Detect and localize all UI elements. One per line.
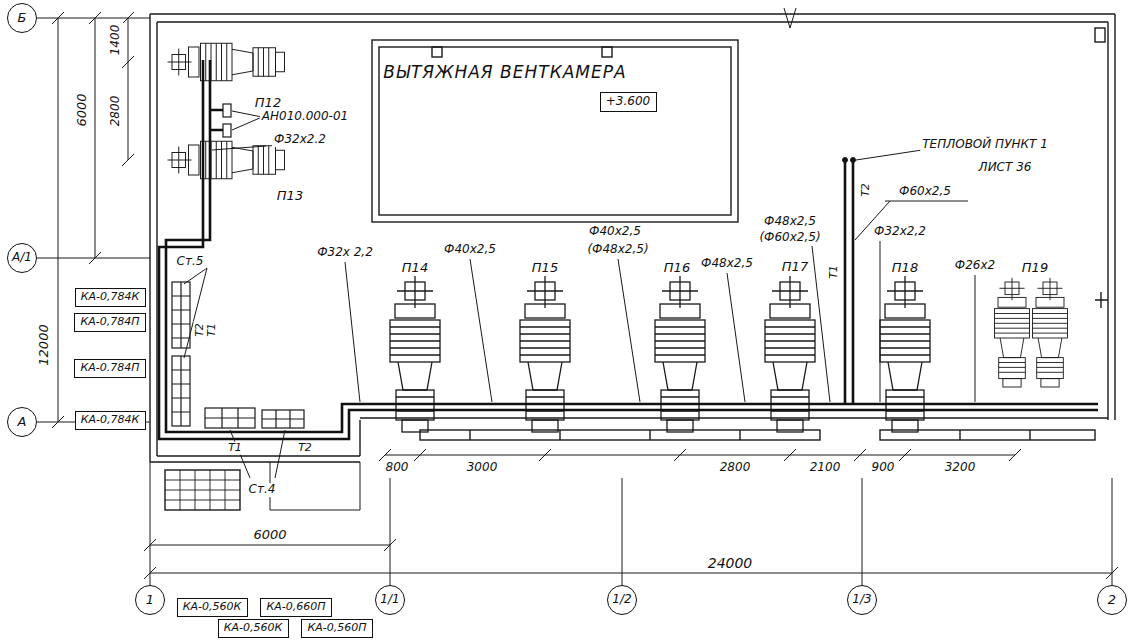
grid-axis-name: Б [18,11,27,26]
grid-axis-name: 1/1 [380,593,399,607]
drawing-label: П16 [662,261,692,276]
tag-text: КА-0,660П [266,601,325,614]
drawing-label: ЛИСТ 36 [977,161,1034,175]
drawing-label: П15 [530,261,560,276]
drawing-label: Т2 [296,442,314,455]
tag-text: КА-0,784П [80,316,139,329]
drawing-label: 800 [384,461,411,475]
drawing-label: Ф40х2,5 [442,243,498,257]
drawing-label: Ф26х2 [953,259,997,273]
grid-axis-bubble: Б [7,3,37,33]
tag-box: КА-0,784К [75,288,146,307]
drawing-label: Ф32х2,2 [872,225,928,239]
drawing-label: 900 [870,461,897,475]
grid-axis-bubble: 2 [1097,585,1127,615]
drawing-label: П17 [780,260,810,275]
drawing-label: Т1 [828,263,841,281]
grid-axis-bubble: 1/3 [847,585,877,615]
tag-text: КА-0,560П [307,622,366,635]
drawing-label: ВЫТЯЖНАЯ ВЕНТКАМЕРА [381,63,628,83]
drawing-label: П12 [253,96,283,111]
drawing-label: Ф60х2,5 [897,185,953,199]
tag-text: +3.600 [606,95,650,109]
grid-axis-bubble: А [7,407,37,437]
drawing-label: 2800 [718,461,753,475]
drawing-label: 6000 [75,91,90,128]
drawing-label: Ф40х2,5 [587,225,643,239]
drawing-label: (Ф48х2,5) [585,243,650,257]
drawing-label: (Ф60х2,5) [757,231,822,245]
tag-text: КА-0,784К [81,291,140,304]
drawing-label: Т2 [194,321,207,339]
grid-axis-name: А/1 [12,251,32,265]
drawing-label: Т1 [206,321,219,339]
drawing-label: 24000 [706,555,755,571]
tag-box: КА-0,560К [218,619,289,638]
tag-box: КА-0.784П [74,359,146,378]
grid-axis-bubble: 1/1 [375,585,405,615]
drawing-label: Т2 [860,181,873,199]
grid-axis-name: 1 [146,593,154,608]
tag-box: КА-0,784П [74,313,146,332]
drawing-label: Т1 [226,442,244,455]
drawing-label: Ст.4 [247,483,278,497]
tag-text: КА-0,560К [224,622,283,635]
tag-text: КА-0,784К [81,414,140,427]
drawing-label: Ф48х2,5 [762,215,818,229]
drawing-label: 3000 [465,461,500,475]
drawing-label: 12000 [37,322,52,367]
drawing-label: 6000 [251,528,288,543]
drawing-label: П18 [890,261,920,276]
tag-text: КА-0,560К [183,601,242,614]
tag-box: КА-0,660П [260,598,332,617]
tag-box: КА-0,560К [177,598,248,617]
drawing-label: 3200 [943,461,978,475]
tag-text: КА-0.784П [80,362,139,375]
drawing-label: П13 [275,189,305,204]
tag-box: +3.600 [600,92,657,112]
drawing-label: П14 [400,261,430,276]
grid-axis-name: А [18,415,27,430]
grid-axis-name: 1/3 [852,593,871,607]
grid-axis-bubble: А/1 [7,243,37,273]
drawing-label: Ф32х 2,2 [315,246,375,260]
tag-box: КА-0,784К [75,411,146,430]
drawing-label: Ф32х2.2 [272,133,328,147]
drawing-label: П19 [1020,261,1050,276]
drawing-label: ТЕПЛОВОЙ ПУНКТ 1 [920,138,1050,152]
drawing-label: Ст.5 [175,255,206,269]
drawing-label: 2100 [808,461,843,475]
grid-axis-bubble: 1 [135,585,165,615]
drawing-label: 1400 [109,23,123,58]
grid-axis-name: 2 [1108,593,1116,608]
drawing-label: 2800 [109,94,123,129]
grid-axis-name: 1/2 [612,593,631,607]
drawing-label: АН010.000-01 [260,110,350,124]
tag-box: КА-0,560П [301,619,373,638]
grid-axis-bubble: 1/2 [607,585,637,615]
drawing-label: Ф48х2,5 [699,257,755,271]
